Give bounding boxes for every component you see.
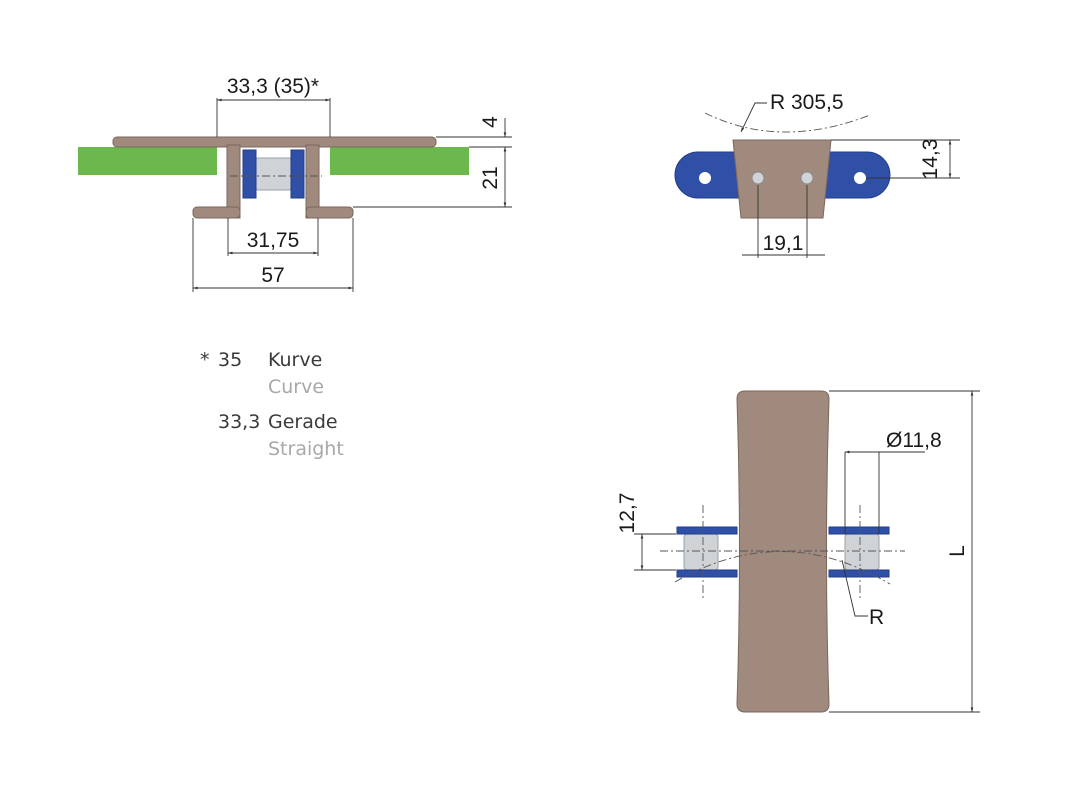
roller — [254, 157, 293, 191]
link-bottom-right — [828, 569, 890, 578]
legend-value-straight: 33,3 — [218, 411, 260, 433]
right-guide-rail — [330, 147, 469, 175]
right-foot — [305, 206, 354, 219]
hole-height-dimension: 14,3 — [919, 139, 942, 180]
plate-profile — [732, 139, 832, 219]
legend-marker: * — [200, 349, 210, 371]
legend: * 35 Kurve Curve 33,3 Gerade Straight — [200, 349, 344, 460]
legend-label-de-curve: Kurve — [268, 349, 322, 371]
left-foot — [192, 206, 241, 219]
left-guide-rail — [78, 147, 217, 175]
radius-dimension: R 305,5 — [770, 91, 844, 114]
roller-left — [683, 533, 719, 571]
link-top-right — [828, 526, 890, 535]
link-bottom-left — [676, 569, 738, 578]
top-view: Ø11,8 12,7 L R — [616, 390, 980, 713]
chain-pitch-dimension: 12,7 — [616, 493, 639, 534]
height-dimension: 21 — [479, 166, 502, 189]
side-view: 33,3 (35)* 4 21 31,75 57 — [78, 75, 512, 292]
roller-diameter-dimension: Ø11,8 — [886, 429, 942, 452]
thickness-dimension: 4 — [479, 116, 502, 128]
foot-width-dimension: 57 — [261, 264, 284, 287]
top-plate — [112, 136, 437, 148]
legend-label-en-straight: Straight — [268, 438, 344, 460]
legend-label-de-straight: Gerade — [268, 411, 338, 433]
chain-link-right — [290, 149, 305, 199]
chain-link-left — [242, 149, 257, 199]
front-view: R 305,5 14,3 19,1 — [674, 91, 960, 258]
length-dimension: L — [946, 545, 969, 557]
hole-icons — [699, 171, 866, 185]
legend-label-en-curve: Curve — [268, 376, 324, 398]
radius-label: R — [869, 606, 884, 629]
link-top-left — [676, 526, 738, 535]
legend-value-curve: 35 — [218, 349, 242, 371]
hole-spacing-dimension: 19,1 — [763, 232, 804, 255]
inner-width-dimension: 31,75 — [247, 229, 300, 252]
pitch-dimension: 33,3 (35)* — [227, 75, 319, 98]
